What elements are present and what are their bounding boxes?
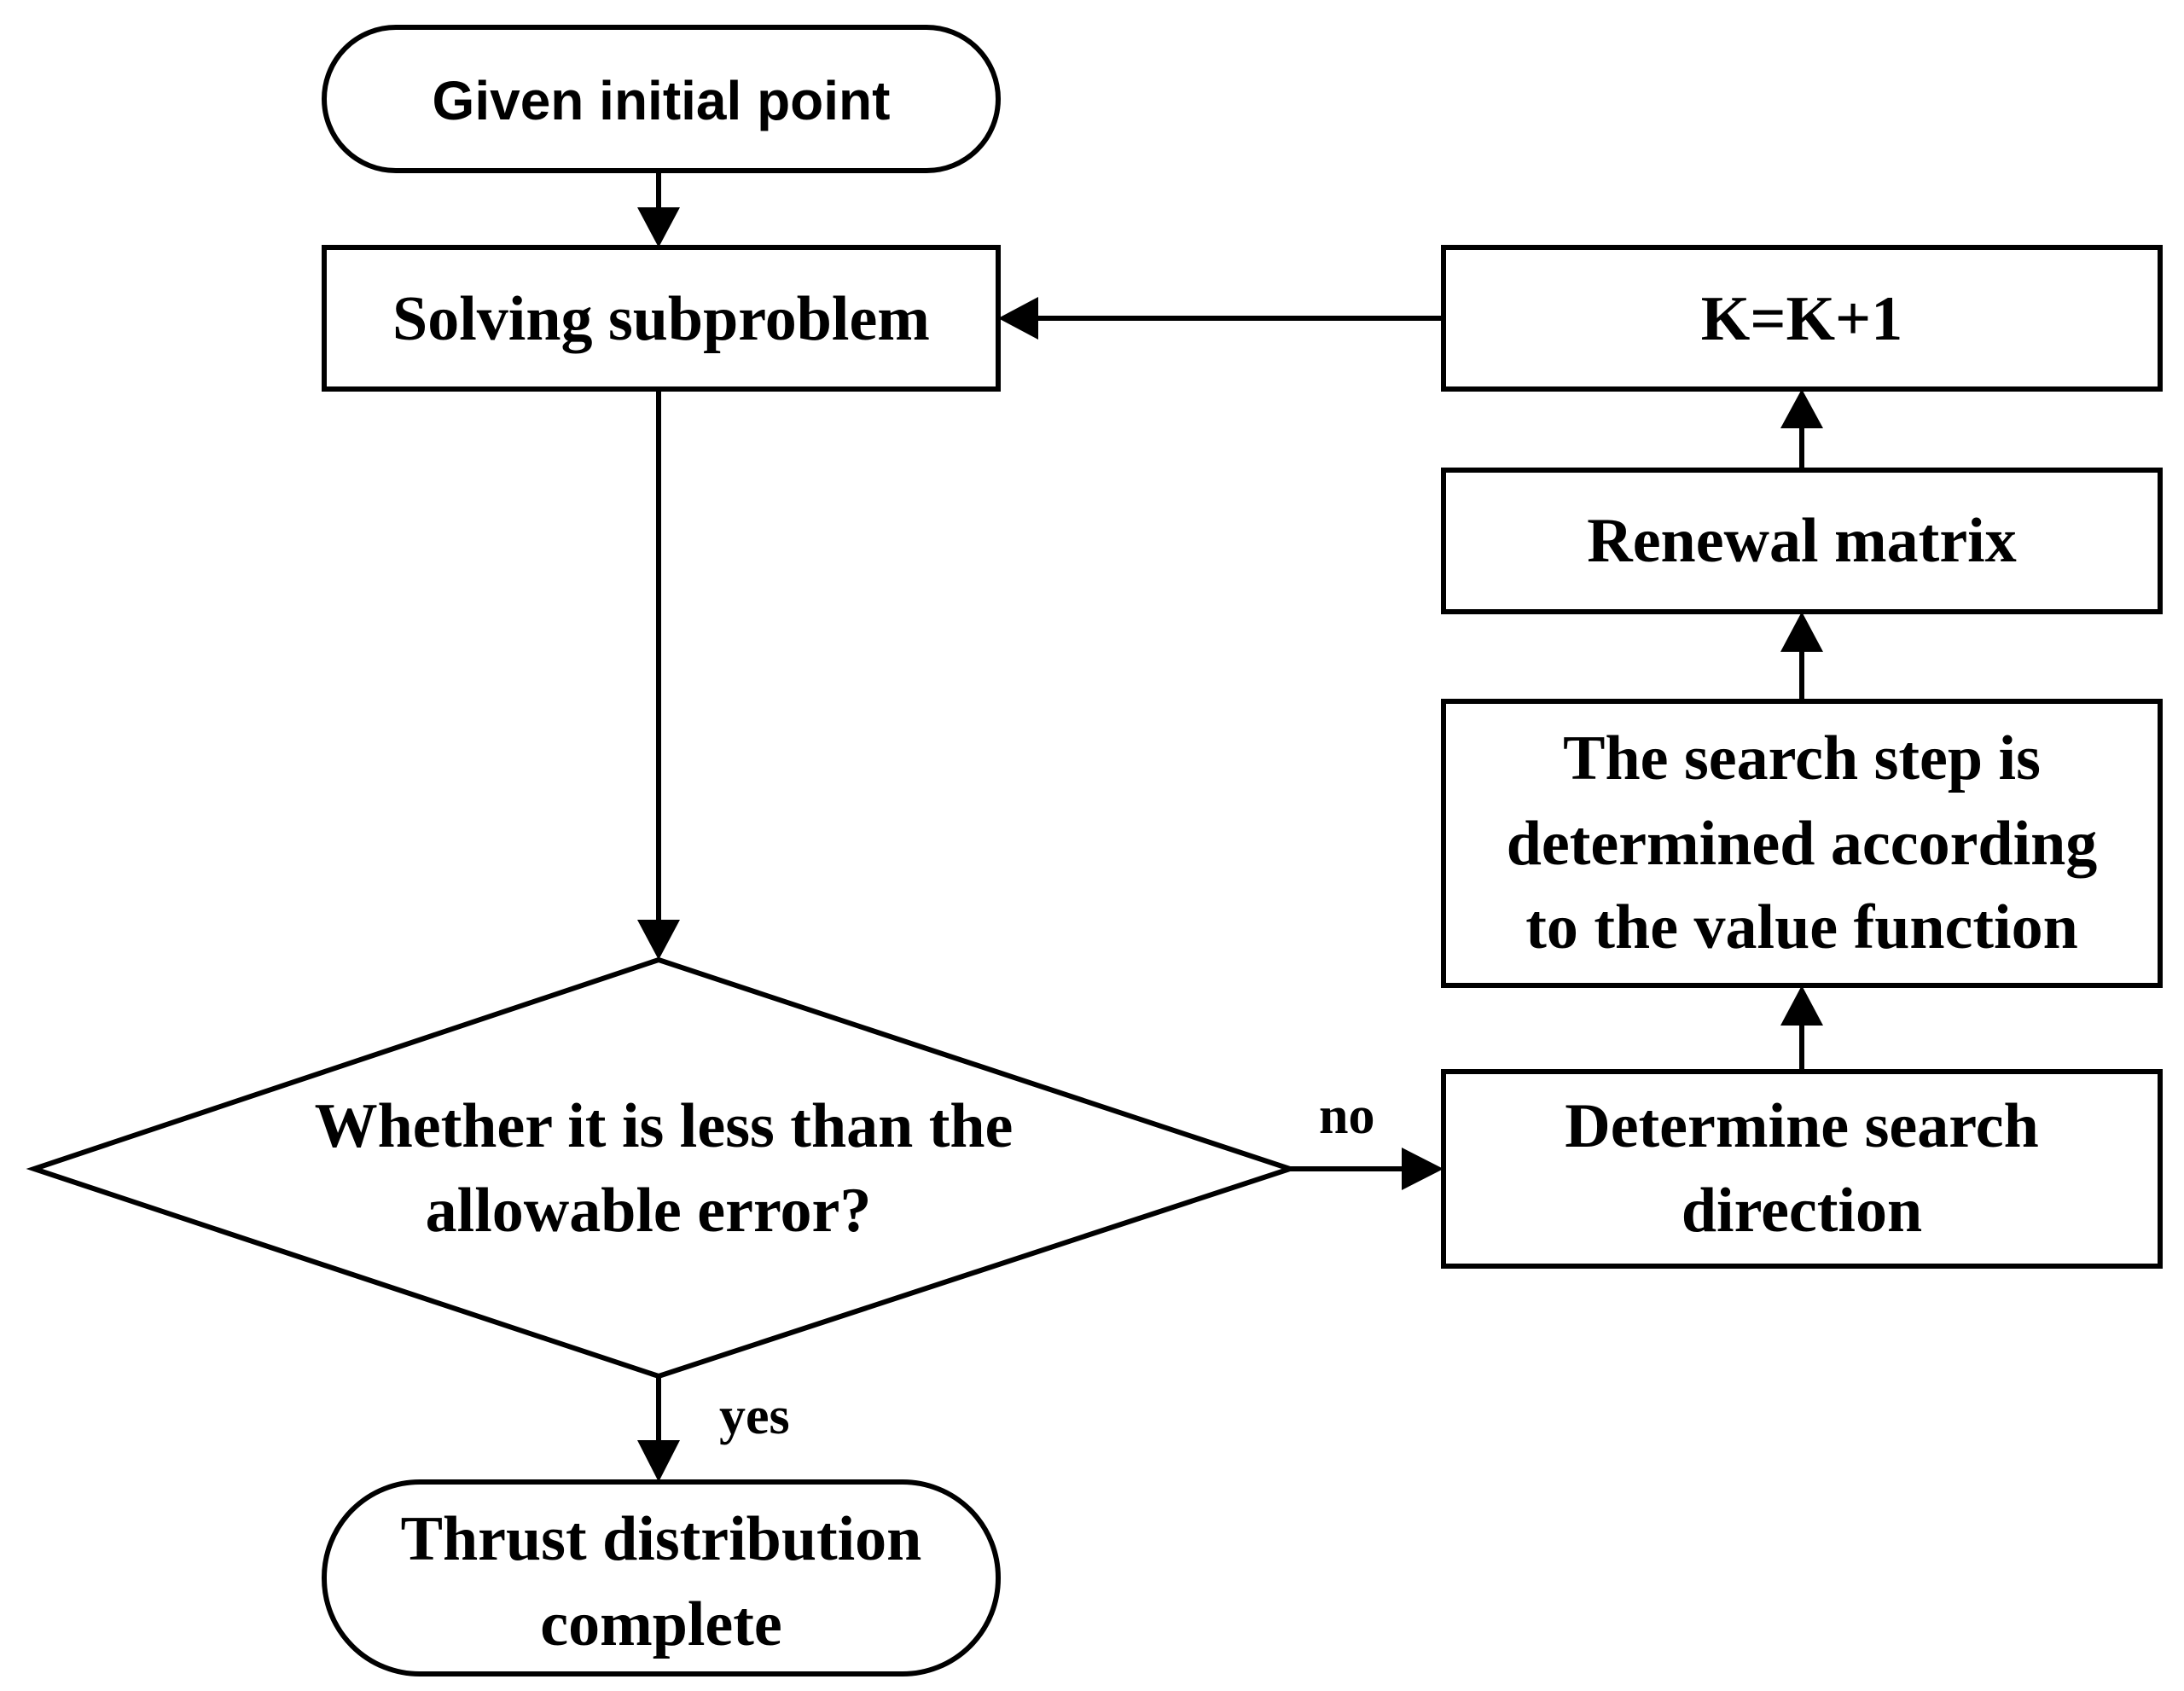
decision-node: Whether it is less than the allowable er… — [26, 956, 1298, 1380]
arrow-decision-to-end: yes — [637, 1376, 790, 1482]
solve-node-label: Solving subproblem — [392, 284, 930, 354]
direction-node: Determine search direction — [1441, 1069, 2163, 1269]
direction-line-2: direction — [1682, 1176, 1922, 1246]
decision-line-2: allowable error? — [426, 1176, 872, 1246]
end-line-1: Thrust distribution — [401, 1504, 922, 1574]
arrow-renewal-to-increment — [1780, 389, 1823, 470]
renewal-node-label: Renewal matrix — [1587, 506, 2016, 576]
arrow-decision-to-direction: no — [1290, 1087, 1443, 1190]
arrow-increment-to-solve — [998, 297, 1443, 340]
arrow-step-to-renewal — [1780, 612, 1823, 701]
increment-node: K=K+1 — [1441, 245, 2163, 392]
arrow-direction-to-step — [1780, 985, 1823, 1072]
arrow-solve-to-decision — [637, 389, 680, 960]
end-line-2: complete — [540, 1589, 782, 1659]
start-node-label: Given initial point — [433, 70, 891, 131]
yes-edge-label: yes — [719, 1387, 790, 1445]
arrow-start-to-solve — [637, 171, 680, 247]
direction-line-1: Determine search — [1565, 1091, 2038, 1161]
increment-node-label: K=K+1 — [1701, 284, 1902, 354]
step-line-2: determined according — [1507, 809, 2098, 879]
step-node: The search step is determined according … — [1441, 699, 2163, 988]
step-line-1: The search step is — [1563, 723, 2041, 793]
no-edge-label: no — [1319, 1087, 1374, 1145]
end-node: Thrust distribution complete — [322, 1479, 1001, 1676]
renewal-node: Renewal matrix — [1441, 468, 2163, 614]
start-node: Given initial point — [322, 25, 1001, 173]
step-line-3: to the value function — [1525, 892, 2078, 962]
decision-line-1: Whether it is less than the — [315, 1091, 1014, 1161]
solve-node: Solving subproblem — [322, 245, 1001, 392]
